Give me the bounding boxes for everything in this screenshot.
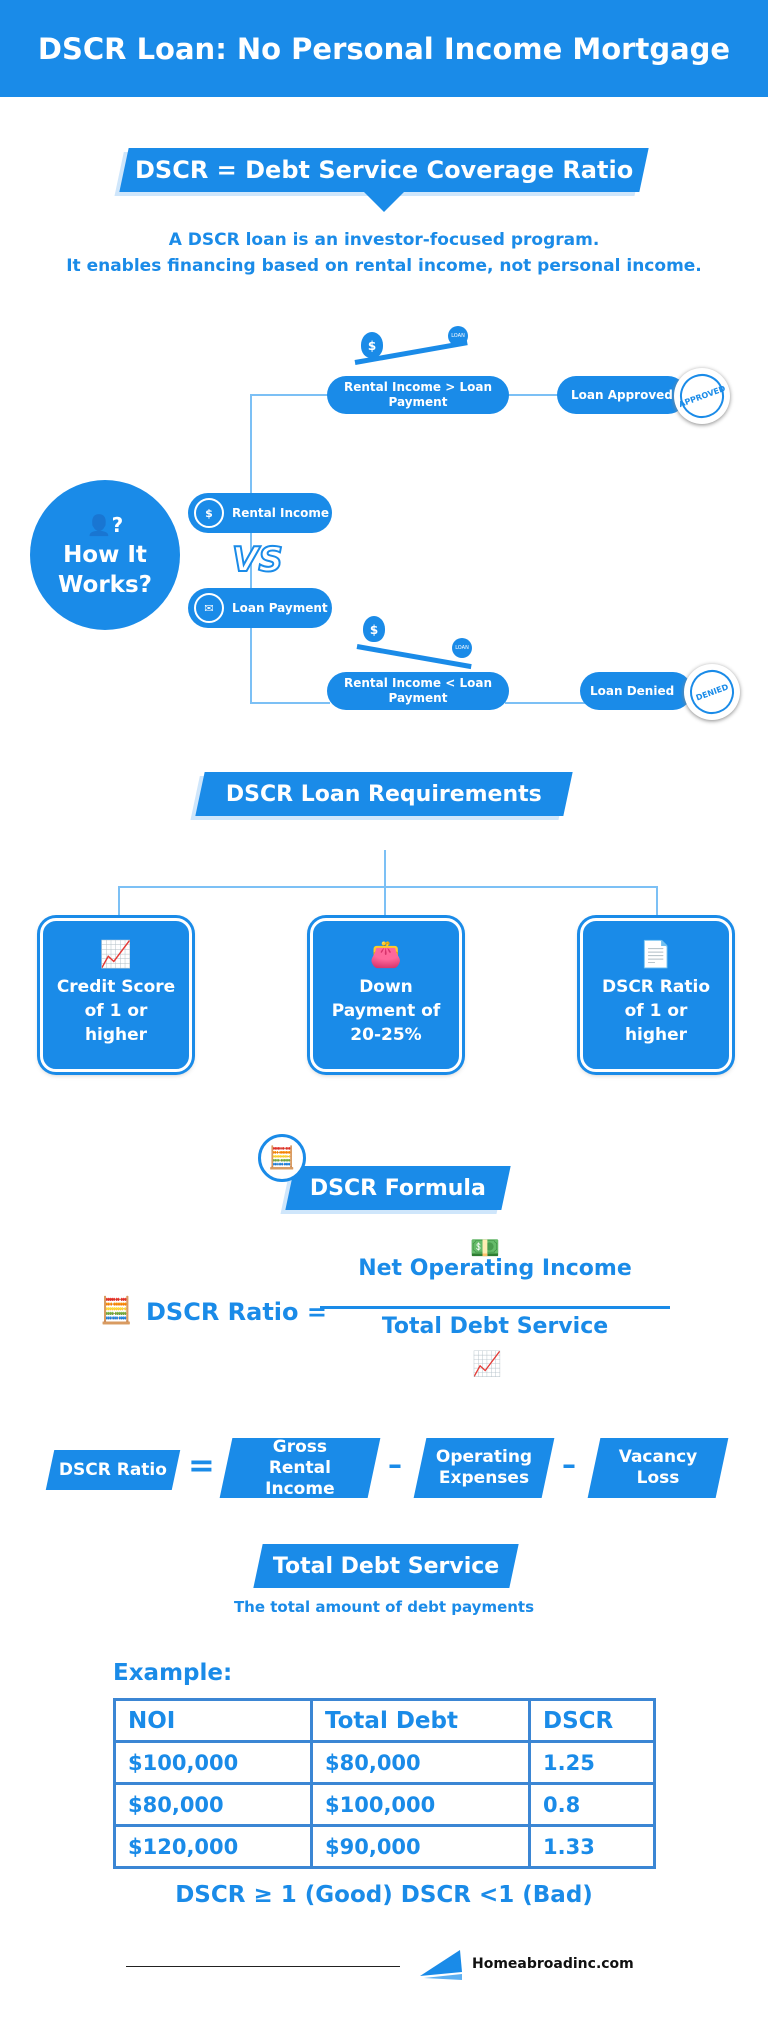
connector (250, 702, 330, 704)
example-title: Example: (113, 1660, 233, 1686)
noi-lhs: DSCR Ratio (45, 1450, 181, 1490)
approved-stamp-icon: APPROVED (673, 367, 731, 425)
connector (118, 886, 120, 918)
approved-pill: Loan Approved (557, 376, 687, 414)
term-label: Gross Rental Income (265, 1436, 335, 1499)
fraction-bar (320, 1306, 670, 1309)
denied-pill: Loan Denied (580, 672, 692, 710)
money-stack-icon: 💵 (470, 1234, 500, 1262)
tds-subtitle: The total amount of debt payments (233, 1598, 535, 1616)
rental-icon: $ (194, 498, 224, 528)
stamp-text: DENIED (683, 663, 741, 721)
connector (250, 394, 330, 396)
stamp-text: APPROVED (673, 367, 731, 425)
less-pill: Rental Income < Loan Payment (327, 672, 509, 710)
requirement-label: DSCR Ratio of 1 or higher (601, 977, 711, 1045)
minus-sign: – (562, 1448, 576, 1481)
page-title: DSCR Loan: No Personal Income Mortgage (0, 0, 768, 97)
requirement-card-down-payment: 👛 Down Payment of 20-25% (310, 918, 462, 1072)
rental-income-pill: $ Rental Income (188, 493, 332, 533)
noi-term: Vacancy Loss (587, 1438, 729, 1498)
formula-banner: DSCR Formula (285, 1166, 511, 1210)
credit-score-icon: 📈 (99, 940, 133, 970)
question-person-icon: 👤? (86, 513, 124, 537)
payment-icon: ✉ (194, 593, 224, 623)
definition-title: DSCR = Debt Service Coverage Ratio (134, 156, 634, 184)
calculator-icon: 🧮 (100, 1296, 133, 1326)
tds-title: Total Debt Service (272, 1553, 500, 1579)
requirement-card-dscr: 📄 DSCR Ratio of 1 or higher (580, 918, 732, 1072)
rental-income-label: Rental Income (232, 505, 330, 520)
intro-line-2: It enables financing based on rental inc… (66, 256, 702, 276)
connector (118, 886, 658, 888)
requirements-title: DSCR Loan Requirements (226, 781, 542, 807)
column-header: NOI (113, 1698, 313, 1743)
greater-pill: Rental Income > Loan Payment (327, 376, 509, 414)
loan-coin: LOAN (452, 638, 472, 658)
seesaw-icon: $ LOAN (355, 612, 475, 672)
document-money-icon: 📄 (639, 940, 673, 970)
formula-title: DSCR Formula (310, 1175, 486, 1201)
loan-coin: LOAN (448, 326, 468, 346)
connector (656, 886, 658, 918)
requirement-card-credit: 📈 Credit Score of 1 or higher (40, 918, 192, 1072)
term-label: Operating Expenses (435, 1447, 533, 1488)
noi-term: Gross Rental Income (219, 1436, 381, 1499)
cell: $80,000 (310, 1740, 531, 1785)
cell: $100,000 (113, 1740, 313, 1785)
banner-pointer (364, 192, 404, 212)
vs-icon: VS (231, 539, 284, 581)
numerator: Net Operating Income (358, 1256, 632, 1281)
footer-divider (126, 1966, 400, 1967)
definition-banner: DSCR = Debt Service Coverage Ratio (119, 148, 649, 192)
formula-lhs: DSCR Ratio = (146, 1298, 327, 1326)
loan-payment-pill: ✉ Loan Payment (188, 588, 332, 628)
equals-sign: = (188, 1446, 215, 1484)
term-label: Vacancy Loss (618, 1447, 698, 1488)
minus-sign: – (388, 1448, 402, 1481)
calculator-icon: 🧮 (258, 1134, 306, 1182)
cell: $80,000 (113, 1782, 313, 1827)
noi-lhs-label: DSCR Ratio (58, 1459, 168, 1480)
loan-payment-label: Loan Payment (232, 600, 328, 615)
denied-stamp-icon: DENIED (683, 663, 741, 721)
connector (384, 850, 386, 916)
how-it-works-bubble: 👤? How It Works? (30, 480, 180, 630)
cell: 0.8 (528, 1782, 656, 1827)
denominator: Total Debt Service (381, 1314, 609, 1339)
brand-logo-icon (420, 1950, 462, 1980)
tds-banner: Total Debt Service (253, 1544, 519, 1588)
cell: 1.33 (528, 1824, 656, 1869)
connector-vertical (250, 394, 252, 704)
requirement-label: Credit Score of 1 or higher (56, 977, 176, 1045)
noi-term: Operating Expenses (413, 1438, 555, 1498)
connector (505, 702, 585, 704)
dscr-note: DSCR ≥ 1 (Good) DSCR <1 (Bad) (175, 1882, 593, 1908)
requirement-label: Down Payment of 20-25% (331, 977, 441, 1045)
cell: 1.25 (528, 1740, 656, 1785)
brand-name: Homeabroadinc.com (472, 1956, 634, 1972)
cell: $90,000 (310, 1824, 531, 1869)
how-title: How It Works? (57, 542, 153, 598)
wallet-icon: 👛 (369, 940, 403, 970)
intro-line-1: A DSCR loan is an investor-focused progr… (168, 230, 600, 250)
connector (505, 394, 565, 396)
requirements-banner: DSCR Loan Requirements (195, 772, 573, 816)
coins-growth-icon: 📈 (472, 1350, 502, 1378)
column-header: DSCR (528, 1698, 656, 1743)
seesaw-icon: $ LOAN (354, 326, 475, 376)
cell: $100,000 (310, 1782, 531, 1827)
column-header: Total Debt (310, 1698, 531, 1743)
cell: $120,000 (113, 1824, 313, 1869)
